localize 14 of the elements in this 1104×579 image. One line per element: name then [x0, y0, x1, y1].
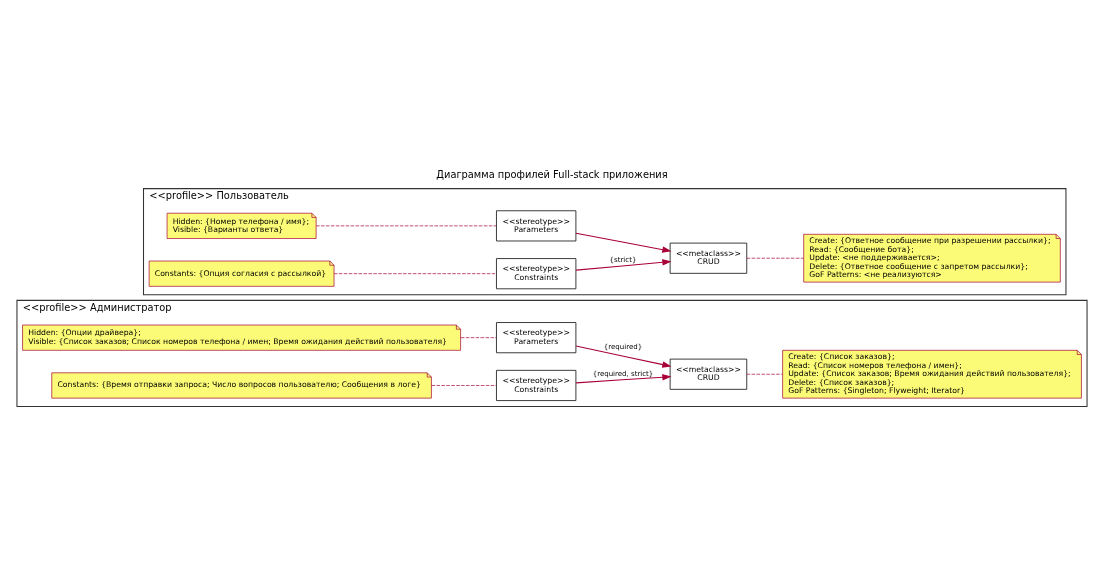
connector — [333, 273, 497, 275]
diagram-title: Диаграмма профилей Full-stack приложения — [436, 168, 668, 180]
edge-label: {required, strict} — [592, 369, 654, 379]
connector — [746, 373, 783, 375]
connector — [431, 385, 497, 386]
connector — [746, 257, 804, 259]
connector — [460, 337, 497, 338]
arrow — [575, 259, 672, 271]
edge-label: {strict} — [609, 254, 637, 264]
connector — [315, 225, 497, 227]
edge-label: {required} — [603, 341, 643, 351]
arrow — [575, 232, 672, 253]
arrow — [575, 374, 672, 384]
arrow — [575, 345, 672, 368]
